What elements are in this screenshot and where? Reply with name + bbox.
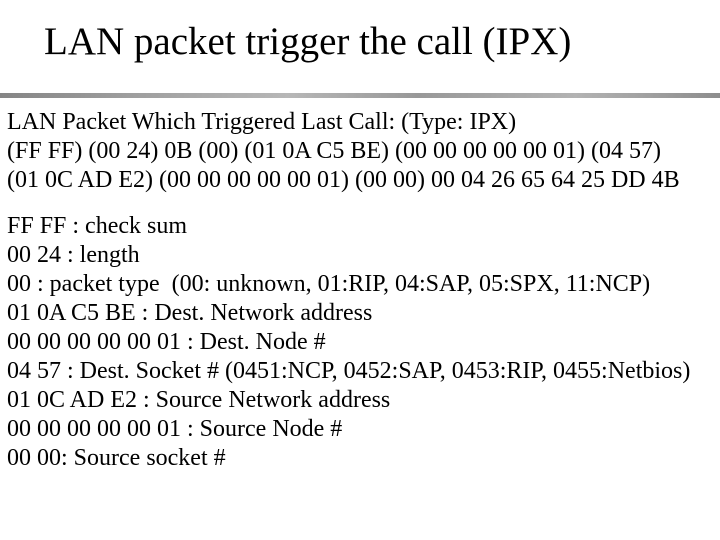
slide-body: LAN Packet Which Triggered Last Call: (T…: [7, 108, 717, 473]
packet-hex-line-2: (01 0C AD E2) (00 00 00 00 00 01) (00 00…: [7, 167, 680, 193]
field-length: 00 24 : length: [7, 242, 140, 268]
field-source-node: 00 00 00 00 00 01 : Source Node #: [7, 416, 343, 442]
field-dest-node: 00 00 00 00 00 01 : Dest. Node #: [7, 329, 326, 355]
packet-intro-line: LAN Packet Which Triggered Last Call: (T…: [7, 109, 517, 135]
packet-hex-line-1: (FF FF) (00 24) 0B (00) (01 0A C5 BE) (0…: [7, 138, 661, 164]
field-source-network-address: 01 0C AD E2 : Source Network address: [7, 387, 391, 413]
packet-hex-dump-paragraph: LAN Packet Which Triggered Last Call: (T…: [7, 108, 717, 195]
field-packet-type: 00 : packet type (00: unknown, 01:RIP, 0…: [7, 271, 651, 297]
field-breakdown-paragraph: FF FF : check sum 00 24 : length 00 : pa…: [7, 212, 717, 473]
slide-title: LAN packet trigger the call (IPX): [44, 20, 572, 63]
field-dest-socket: 04 57 : Dest. Socket # (0451:NCP, 0452:S…: [7, 358, 691, 384]
title-divider-rule: [0, 93, 720, 98]
field-checksum: FF FF : check sum: [7, 213, 188, 239]
field-source-socket: 00 00: Source socket #: [7, 445, 226, 471]
field-dest-network-address: 01 0A C5 BE : Dest. Network address: [7, 300, 373, 326]
